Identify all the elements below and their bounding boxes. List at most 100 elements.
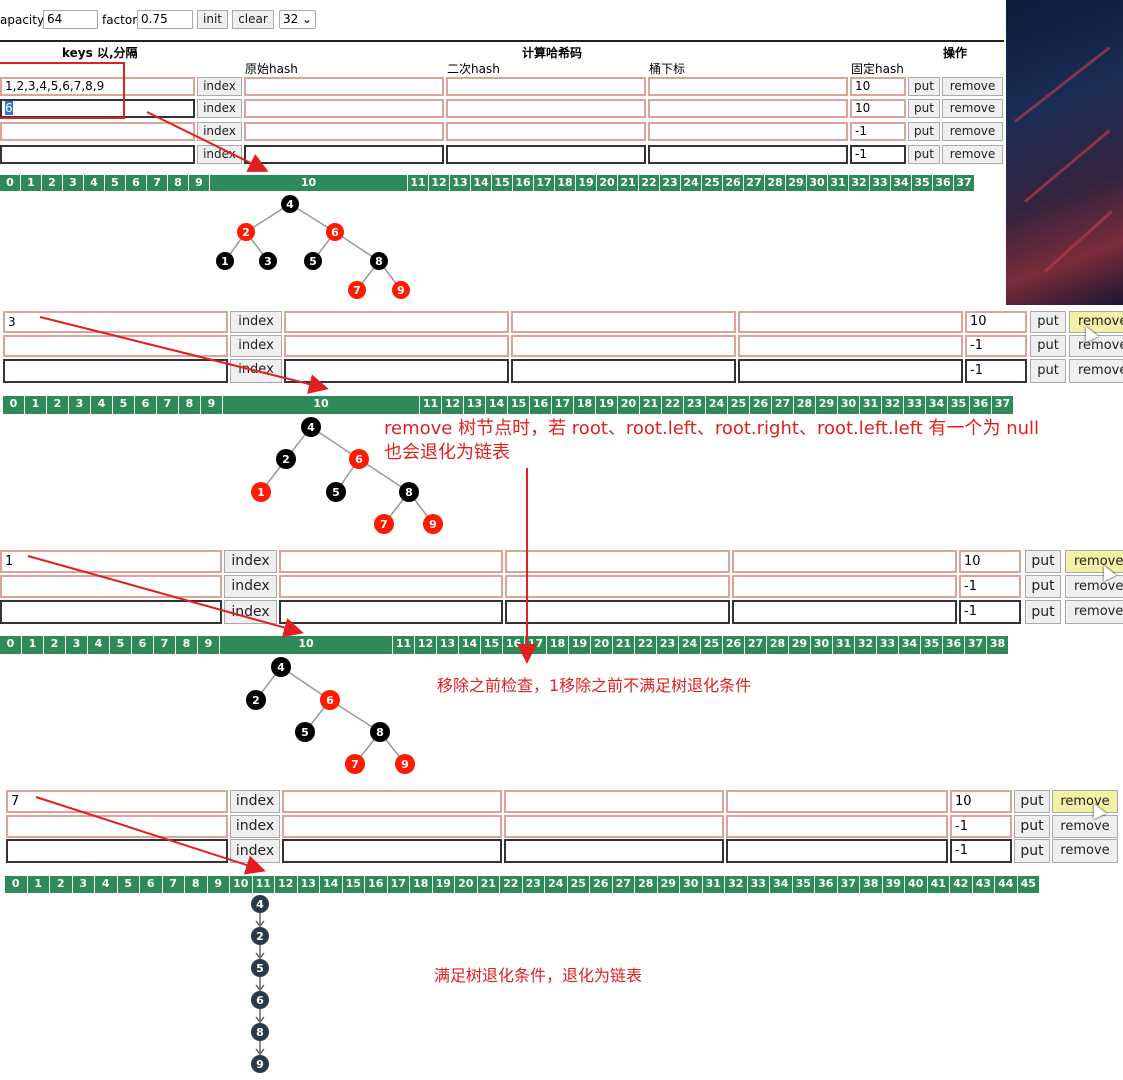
hash-field[interactable] (282, 815, 502, 838)
remove-button[interactable]: remove (1052, 790, 1118, 813)
fixed-hash-field[interactable]: -1 (965, 359, 1027, 383)
bucket-cell-20: 20 (618, 396, 639, 414)
hash2-field[interactable] (446, 77, 646, 96)
bucket-cell-24: 24 (681, 175, 701, 191)
put-button[interactable]: put (1030, 335, 1066, 357)
hash-field[interactable] (279, 600, 503, 624)
hash2-field[interactable] (504, 815, 724, 838)
put-button[interactable]: put (1025, 600, 1061, 624)
tree-node-5: 5 (326, 482, 346, 502)
fixed-hash-field[interactable]: -1 (950, 839, 1012, 863)
put-button[interactable]: put (1014, 790, 1050, 813)
tree-node-label: 6 (355, 453, 363, 466)
fixed-hash-field[interactable]: 10 (959, 550, 1021, 573)
bucket-field[interactable] (732, 575, 957, 598)
remove-button[interactable]: remove (1069, 311, 1123, 333)
bucket-field[interactable] (726, 790, 948, 813)
tree-node-label: 2 (282, 453, 290, 466)
bucket-field[interactable] (732, 600, 957, 624)
remove-button[interactable]: remove (1052, 839, 1118, 863)
fixed-hash-field[interactable]: -1 (959, 600, 1021, 624)
hash2-field[interactable] (505, 600, 730, 624)
fixed-hash-field[interactable]: -1 (850, 145, 906, 164)
bucket-cell-21: 21 (640, 396, 661, 414)
remove-button[interactable]: remove (1069, 335, 1123, 357)
bucket-field[interactable] (732, 550, 957, 573)
bucket-cell-11: 11 (420, 396, 441, 414)
hash2-field[interactable] (511, 335, 736, 357)
fixed-hash-field[interactable]: -1 (850, 122, 906, 141)
put-button[interactable]: put (1025, 575, 1061, 598)
hash-field[interactable] (244, 99, 444, 118)
init-button[interactable]: init (197, 10, 228, 29)
bucket-cell-38: 38 (860, 876, 882, 893)
hash2-field[interactable] (505, 550, 730, 573)
bucket-cell-1: 1 (22, 636, 43, 654)
key-input[interactable]: 1,2,3,4,5,6,7,8,9 (0, 77, 195, 96)
fixed-hash-field[interactable]: -1 (959, 575, 1021, 598)
bucket-cell-32: 32 (725, 876, 747, 893)
bucket-select[interactable]: 32 ⌄ (279, 10, 316, 29)
bucket-field[interactable] (738, 359, 963, 383)
hash2-field[interactable] (446, 122, 646, 141)
capacity-input[interactable]: 64 (43, 10, 98, 29)
tree-node-circle (251, 991, 269, 1009)
fixed-hash-field[interactable]: 10 (850, 99, 906, 118)
remove-button[interactable]: remove (1065, 575, 1123, 598)
bucket-cell-34: 34 (891, 175, 911, 191)
fixed-hash-field[interactable]: 10 (850, 77, 906, 96)
fixed-hash-field[interactable]: -1 (965, 335, 1027, 357)
hash2-field[interactable] (511, 311, 736, 333)
tree-node-9: 9 (423, 514, 443, 534)
put-button[interactable]: put (1030, 311, 1066, 333)
put-button[interactable]: put (908, 122, 940, 141)
fixed-hash-field[interactable]: -1 (950, 815, 1012, 838)
tree-node-label: 2 (252, 694, 260, 707)
tree-node-7: 7 (345, 754, 365, 774)
bucket-field[interactable] (648, 122, 848, 141)
hash2-field[interactable] (504, 790, 724, 813)
put-button[interactable]: put (1025, 550, 1061, 573)
background-wallpaper (1005, 0, 1123, 305)
remove-button[interactable]: remove (1065, 600, 1123, 624)
fixed-hash-field[interactable]: 10 (950, 790, 1012, 813)
bucket-cell-26: 26 (723, 636, 744, 654)
hash-field[interactable] (282, 839, 502, 863)
remove-button[interactable]: remove (1065, 550, 1123, 573)
put-button[interactable]: put (908, 99, 940, 118)
bucket-field[interactable] (738, 311, 963, 333)
remove-button[interactable]: remove (1052, 815, 1118, 838)
hash2-field[interactable] (504, 839, 724, 863)
remove-button[interactable]: remove (942, 99, 1003, 118)
remove-button[interactable]: remove (942, 122, 1003, 141)
hash2-field[interactable] (511, 359, 736, 383)
hash2-field[interactable] (446, 99, 646, 118)
bucket-field[interactable] (648, 99, 848, 118)
bucket-field[interactable] (726, 815, 948, 838)
fixed-hash-field[interactable]: 10 (965, 311, 1027, 333)
put-button[interactable]: put (1014, 815, 1050, 838)
bucket-cell-14: 14 (471, 175, 491, 191)
factor-input[interactable]: 0.75 (137, 10, 193, 29)
put-button[interactable]: put (1030, 359, 1066, 383)
index-button[interactable]: index (197, 77, 242, 96)
remove-button[interactable]: remove (1069, 359, 1123, 383)
bucket-cell-28: 28 (794, 396, 815, 414)
put-button[interactable]: put (908, 77, 940, 96)
tree-node-circle (304, 252, 322, 270)
remove-button[interactable]: remove (942, 77, 1003, 96)
bucket-field[interactable] (726, 839, 948, 863)
put-button[interactable]: put (1014, 839, 1050, 863)
hash2-field[interactable] (505, 575, 730, 598)
hash-field[interactable] (244, 77, 444, 96)
hash2-field[interactable] (446, 145, 646, 164)
clear-button[interactable]: clear (232, 10, 274, 29)
hash-field[interactable] (282, 790, 502, 813)
bucket-field[interactable] (738, 335, 963, 357)
put-button[interactable]: put (908, 145, 940, 164)
bucket-field[interactable] (648, 145, 848, 164)
bucket-cell-26: 26 (750, 396, 771, 414)
tree-node-circle (295, 722, 315, 742)
bucket-field[interactable] (648, 77, 848, 96)
remove-button[interactable]: remove (942, 145, 1003, 164)
